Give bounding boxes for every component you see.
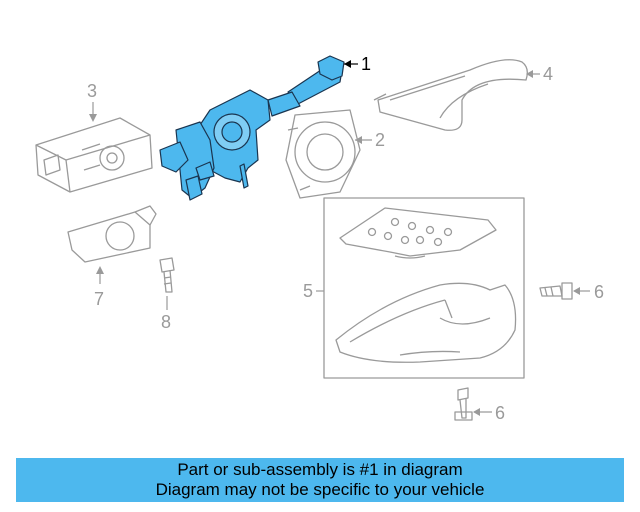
callout-6-lower: 6 <box>495 403 506 423</box>
part-6-screw-upper <box>539 282 573 300</box>
callout-3: 3 <box>87 81 98 101</box>
callout-2: 2 <box>375 130 386 150</box>
part-5-upper-panel <box>339 207 497 259</box>
leader-1-arrow <box>344 60 351 68</box>
part-8-bolt <box>159 257 175 293</box>
leader-6a-arrow <box>573 287 580 295</box>
leader-3-arrow <box>89 114 97 122</box>
leader-7-arrow <box>96 266 104 274</box>
part-5-box <box>323 197 525 379</box>
callout-7: 7 <box>94 289 105 309</box>
banner-line-2: Diagram may not be specific to your vehi… <box>155 480 485 499</box>
part-5-lower-cover <box>335 282 517 363</box>
leader-6b-arrow <box>473 408 480 416</box>
leader-4-arrow <box>526 70 533 78</box>
part-7-bracket <box>67 205 157 263</box>
leader-2-arrow <box>355 136 362 144</box>
callout-6-upper: 6 <box>594 282 605 302</box>
callout-1: 1 <box>361 54 372 74</box>
part-6-screw-lower <box>454 387 473 421</box>
part-2-clockspring <box>285 109 361 199</box>
banner-line-1: Part or sub-assembly is #1 in diagram <box>177 460 463 479</box>
callout-8: 8 <box>161 312 172 332</box>
part-4-upper-cover <box>373 59 528 131</box>
part-3-control-module <box>35 117 153 193</box>
callout-4: 4 <box>543 64 554 84</box>
info-banner: Part or sub-assembly is #1 in diagram Di… <box>16 458 624 502</box>
callout-5: 5 <box>303 281 314 301</box>
part-1-combination-switch <box>159 55 345 201</box>
